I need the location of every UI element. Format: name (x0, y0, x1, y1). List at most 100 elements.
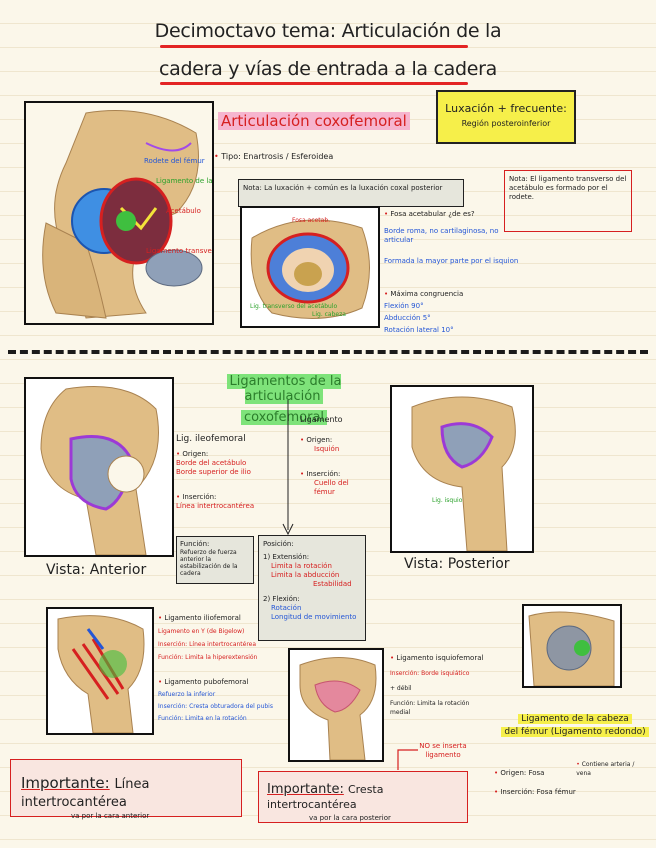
tipo-text: Tipo: Enartrosis / Esferoidea (214, 152, 333, 162)
ileofemoral-title: Lig. ileofemoral (176, 434, 246, 444)
importante2-value: Cresta intertrocantérea (267, 783, 384, 811)
pubo-item-3: Función: Limita la hiperextensión (158, 654, 258, 661)
cabeza-origen: Origen: Fosa (494, 769, 574, 778)
cabeza-title-line2: del fémur (Ligamento redondo) (501, 727, 649, 737)
cabeza-contiene: Contiene arteria / vena (576, 760, 646, 778)
title-underline-2 (160, 82, 468, 85)
funcion-box-text: Refuerzo de fuerza anterior la estabiliz… (180, 549, 238, 577)
coxofemoral-heading-text: Articulación coxofemoral (218, 112, 410, 130)
ligamentos-heading-line2: coxofemoral (240, 410, 328, 425)
fosa-section: Fosa acetabular ¿de es? Borde roma, no c… (384, 210, 518, 266)
nota-right-text: Nota: El ligamento transverso del acetáb… (509, 175, 627, 201)
fosa-title: Fosa acetabular ¿de es? (384, 210, 514, 219)
importante2-label: Importante: (267, 782, 344, 797)
vista-posterior-label: Vista: Posterior (404, 556, 510, 572)
posicion-item-6: Rotación (271, 604, 302, 612)
congruencia-title: Máxima congruencia (384, 290, 463, 299)
pubo-item-2: Inserción: Línea intertrocantérea (158, 641, 257, 648)
hip-joint-image: Rodete del fémur Ligamento de la cabeza … (24, 101, 214, 325)
insercion-label: Inserción: (176, 493, 276, 502)
insercion2-value: Cuello del fémur (314, 479, 349, 496)
origen-item-1: Borde del acetábulo (176, 459, 247, 467)
importante1-label: Importante: (21, 774, 110, 792)
insercion2-label: Inserción: (300, 470, 380, 479)
arrow-to-posicion (282, 400, 294, 536)
importante-box-2: Importante: Cresta intertrocantérea va p… (258, 771, 468, 823)
congruencia-section: Máxima congruencia Flexión 90° Abducción… (384, 290, 463, 335)
nota-box-text: Nota: La luxación + común es la luxación… (243, 184, 443, 192)
img1-label-lig-cabeza: Ligamento de la cabeza (156, 177, 212, 185)
isquio-item-2: + débil (390, 685, 412, 692)
posicion-item-5: 2) Flexión: (263, 595, 300, 603)
origen-item-2: Borde superior de ilio (176, 468, 251, 476)
pubo2-title: Ligamento pubofemoral (158, 678, 286, 687)
vista-anterior-label: Vista: Anterior (46, 562, 147, 578)
acetabulum-image: Fosa acetab. Lig. transverso del acetábu… (240, 206, 380, 328)
ileofemoral-section: Lig. ileofemoral Origen: Borde del acetá… (176, 435, 276, 511)
isquiofemoral-image (288, 648, 384, 762)
img1-label-rodete: Rodete del fémur (144, 157, 205, 165)
cabeza-title-line1: Ligamento de la cabeza (518, 714, 632, 724)
pubo-item-1: Ligamento en Y (de Bigelow) (158, 628, 245, 635)
lig-isquio-label: Lig. isquio (432, 497, 463, 504)
origen-label: Origen: (176, 450, 276, 459)
nota-box: Nota: La luxación + común es la luxación… (238, 179, 464, 207)
iliofemoral-image (46, 607, 154, 735)
ligamento-label: Ligamento (300, 415, 343, 424)
coxofemoral-heading: Articulación coxofemoral (218, 112, 410, 130)
tipo-value: Tipo: Enartrosis / Esferoidea (221, 152, 334, 161)
nota-right-box: Nota: El ligamento transverso del acetáb… (504, 170, 632, 232)
congruencia-item-1: Flexión 90° (384, 302, 424, 310)
no-se-inserta-connector (397, 749, 418, 770)
posicion-item-2: Limita la rotación (271, 562, 332, 570)
funcion-box: Función: Refuerzo de fuerza anterior la … (176, 536, 254, 584)
pubo2-item-3: Función: Limita en la rotación (158, 715, 247, 722)
fosa-line1: Borde roma, no cartilaginosa, no articul… (384, 227, 499, 244)
posicion-title: Posición: (263, 540, 294, 548)
importante1-value: Línea intertrocantérea (21, 777, 150, 810)
fosa-line2: Formada la mayor parte por el isquion (384, 257, 519, 265)
origen2-value: Isquión (314, 445, 340, 453)
cabeza-femur-image (522, 604, 622, 688)
pubo2-item-2: Inserción: Cresta obturadora del pubis (158, 703, 273, 710)
cabeza-details: Origen: Fosa Contiene arteria / vena Ins… (494, 760, 654, 797)
ligamentos-heading: Ligamentos de la articulación coxofemora… (194, 374, 374, 425)
posterior-view-image: Lig. isquio (390, 385, 534, 553)
origen2-label: Origen: (300, 436, 380, 445)
img2-label-cabeza: Lig. cabeza (312, 311, 346, 318)
importante2-sub: va por la cara posterior (309, 814, 391, 822)
isquio-item-3: Función: Limita la rotación medial (390, 700, 470, 716)
luxacion-title: Luxación + frecuente: (445, 102, 567, 115)
posicion-item-4: Estabilidad (313, 580, 352, 588)
funcion-box-title: Función: (180, 540, 210, 548)
title-underline-1 (160, 45, 468, 48)
cabeza-insercion: Inserción: Fosa fémur (494, 788, 654, 797)
ligamento-section: Ligamento Origen: Isquión Inserción: Cue… (300, 415, 380, 497)
pubofemoral-section: Ligamento iliofemoral Ligamento en Y (de… (158, 614, 286, 723)
ligamentos-heading-line1: Ligamentos de la articulación (226, 374, 342, 404)
importante-box-1: Importante: Línea intertrocantérea va po… (10, 759, 242, 820)
congruencia-item-2: Abducción 5° (384, 314, 431, 322)
luxacion-box: Luxación + frecuente: Región posteroinfe… (436, 90, 576, 144)
page-title-line1: Decimoctavo tema: Articulación de la (154, 20, 502, 42)
cabeza-heading: Ligamento de la cabeza del fémur (Ligame… (500, 714, 650, 737)
page-title-line2: cadera y vías de entrada a la cadera (158, 58, 498, 80)
luxacion-value: Región posteroinferior (461, 119, 551, 128)
isquio-item-1: Inserción: Borde isquiático (390, 670, 470, 677)
congruencia-item-3: Rotación lateral 10° (384, 326, 454, 334)
isquio-section: Ligamento isquiofemoral Inserción: Borde… (390, 654, 490, 717)
img1-label-lig-transverso: Ligamento transverso (146, 247, 212, 255)
img1-label-acetabulo: Acetábulo (166, 207, 201, 215)
insercion-item-1: Línea intertrocantérea (176, 502, 255, 510)
section-divider (8, 350, 648, 354)
importante1-sub: va por la cara anterior (71, 812, 150, 820)
posicion-item-7: Longitud de movimiento (271, 613, 357, 621)
img2-label-transverso: Lig. transverso del acetábulo (250, 303, 338, 310)
isquio-title: Ligamento isquiofemoral (390, 654, 490, 663)
posicion-box: Posición: 1) Extensión: Limita la rotaci… (258, 535, 366, 641)
posicion-item-3: Limita la abducción (271, 571, 340, 579)
img2-label-fosa: Fosa acetab. (292, 217, 330, 224)
posicion-item-1: 1) Extensión: (263, 553, 310, 561)
pubofemoral-title: Ligamento iliofemoral (158, 614, 286, 623)
pubo2-item-1: Refuerzo la inferior (158, 691, 216, 698)
